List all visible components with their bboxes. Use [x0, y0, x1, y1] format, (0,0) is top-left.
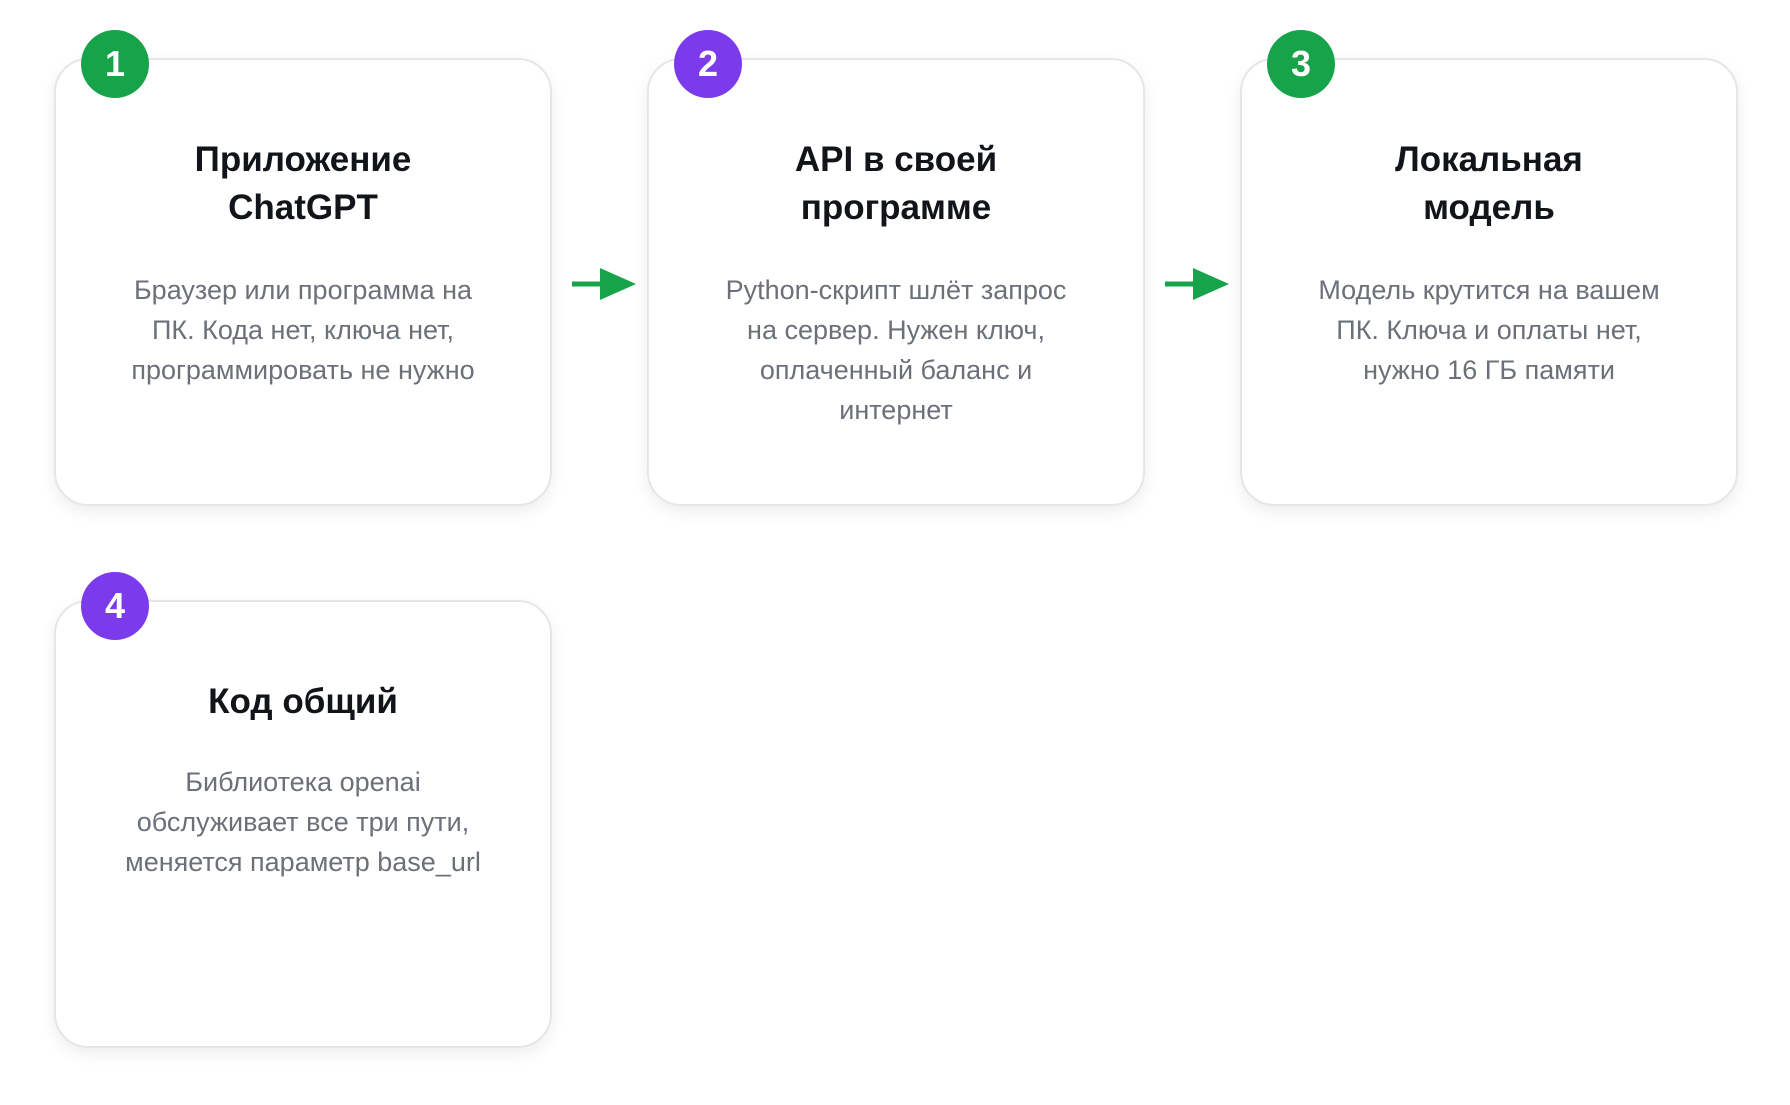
step-title-line: Код общий [208, 682, 398, 721]
step-description: Python-скрипт шлёт запрос на сервер. Нуж… [705, 270, 1087, 430]
step-description-line: нужно 16 ГБ памяти [1363, 355, 1615, 385]
step-number-badge: 1 [81, 30, 149, 98]
step-description-line: ПК. Кода нет, ключа нет, [152, 315, 454, 345]
step-description: Браузер или программа на ПК. Кода нет, к… [112, 270, 494, 390]
step-title-line: программе [800, 188, 992, 227]
step-title: Код общий [106, 678, 500, 726]
step-card-4: 4 Код общий Библиотека openai обслуживае… [54, 572, 552, 1048]
step-number-badge: 3 [1267, 30, 1335, 98]
step-description-line: Python-скрипт шлёт запрос [725, 275, 1067, 305]
step-card-1: 1 Приложение ChatGPT Браузер или програм… [54, 30, 552, 506]
step-description-line: Браузер или программа на [133, 275, 473, 305]
step-number-badge: 4 [81, 572, 149, 640]
step-title: Локальная модель [1292, 136, 1686, 232]
step-description-line: интернет [839, 395, 953, 425]
step-title-line: модель [1423, 188, 1555, 227]
step-description-line: ПК. Ключа и оплаты нет, [1336, 315, 1642, 345]
step-description-line: обслуживает все три пути, [136, 807, 470, 837]
arrow-right-icon [1165, 268, 1229, 300]
step-description-line: Библиотека openai [185, 767, 421, 797]
arrow-right-icon [572, 268, 636, 300]
step-title-line: Локальная [1395, 140, 1583, 179]
step-title-line: ChatGPT [228, 188, 378, 227]
step-card-2: 2 API в своей программе Python-скрипт шл… [647, 30, 1145, 506]
step-description: Модель крутится на вашем ПК. Ключа и опл… [1298, 270, 1680, 390]
step-title: API в своей программе [699, 136, 1093, 232]
step-description-line: программировать не нужно [131, 355, 475, 385]
step-card-3: 3 Локальная модель Модель крутится на ва… [1240, 30, 1738, 506]
step-title-line: Приложение [194, 140, 412, 179]
step-title-line: API в своей [794, 140, 998, 179]
step-description-line: меняется параметр base_url [125, 847, 481, 877]
step-description-line: на сервер. Нужен ключ, [747, 315, 1045, 345]
step-description: Библиотека openai обслуживает все три пу… [112, 762, 494, 882]
step-description-line: Модель крутится на вашем [1318, 275, 1660, 305]
step-title: Приложение ChatGPT [106, 136, 500, 232]
step-number-badge: 2 [674, 30, 742, 98]
step-description-line: оплаченный баланс и [759, 355, 1033, 385]
